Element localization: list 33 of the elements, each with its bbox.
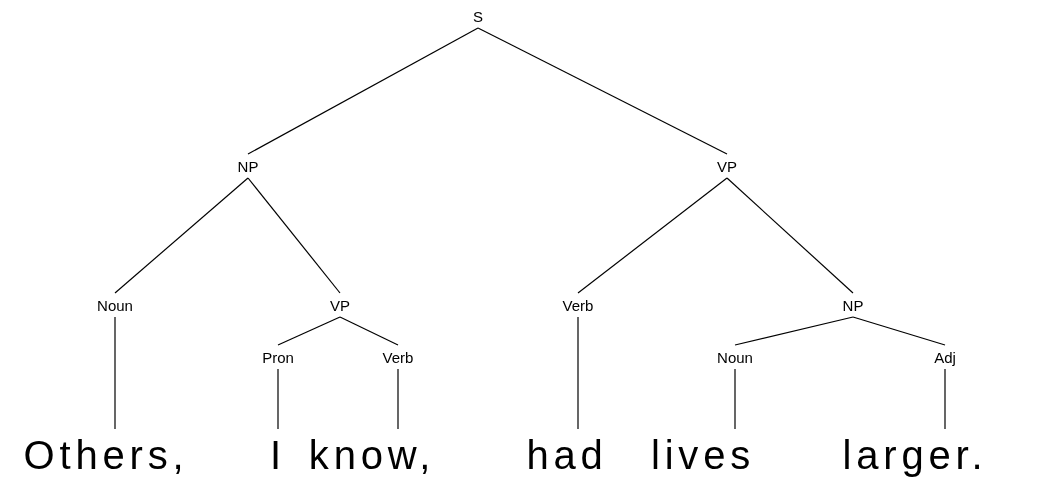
tree-branch-line [114,177,249,294]
category-label: NP [237,156,259,176]
tree-branch-line [247,27,479,155]
category-label: Verb [562,295,594,315]
category-label: S [473,6,483,26]
tree-branch-line [397,368,399,430]
category-label: Noun [717,347,753,367]
tree-branch-line [734,316,854,346]
tree-branch-line [734,368,736,430]
sentence-word: larger. [842,431,988,479]
tree-branch-line [277,316,341,346]
tree-branch-line [277,368,279,430]
tree-branch-line [477,27,728,155]
tree-branch-line [852,316,946,346]
tree-branch-line [339,316,399,346]
tree-branch-line [577,316,579,430]
category-label: VP [330,295,350,315]
category-label: VP [717,156,737,176]
category-label: Verb [382,347,414,367]
sentence-word: I [270,431,286,479]
sentence-word: Others, [23,431,189,479]
category-label: NP [842,295,864,315]
sentence-word: lives [651,431,755,479]
tree-branch-line [577,177,728,294]
tree-branch-line [944,368,946,430]
tree-branch-line [114,316,116,430]
category-label: Adj [934,347,956,367]
category-label: Pron [262,347,294,367]
tree-branch-line [726,177,854,294]
sentence-word: had [526,431,608,479]
sentence-word: know, [308,431,436,479]
tree-branch-line [247,177,341,294]
category-label: Noun [97,295,133,315]
